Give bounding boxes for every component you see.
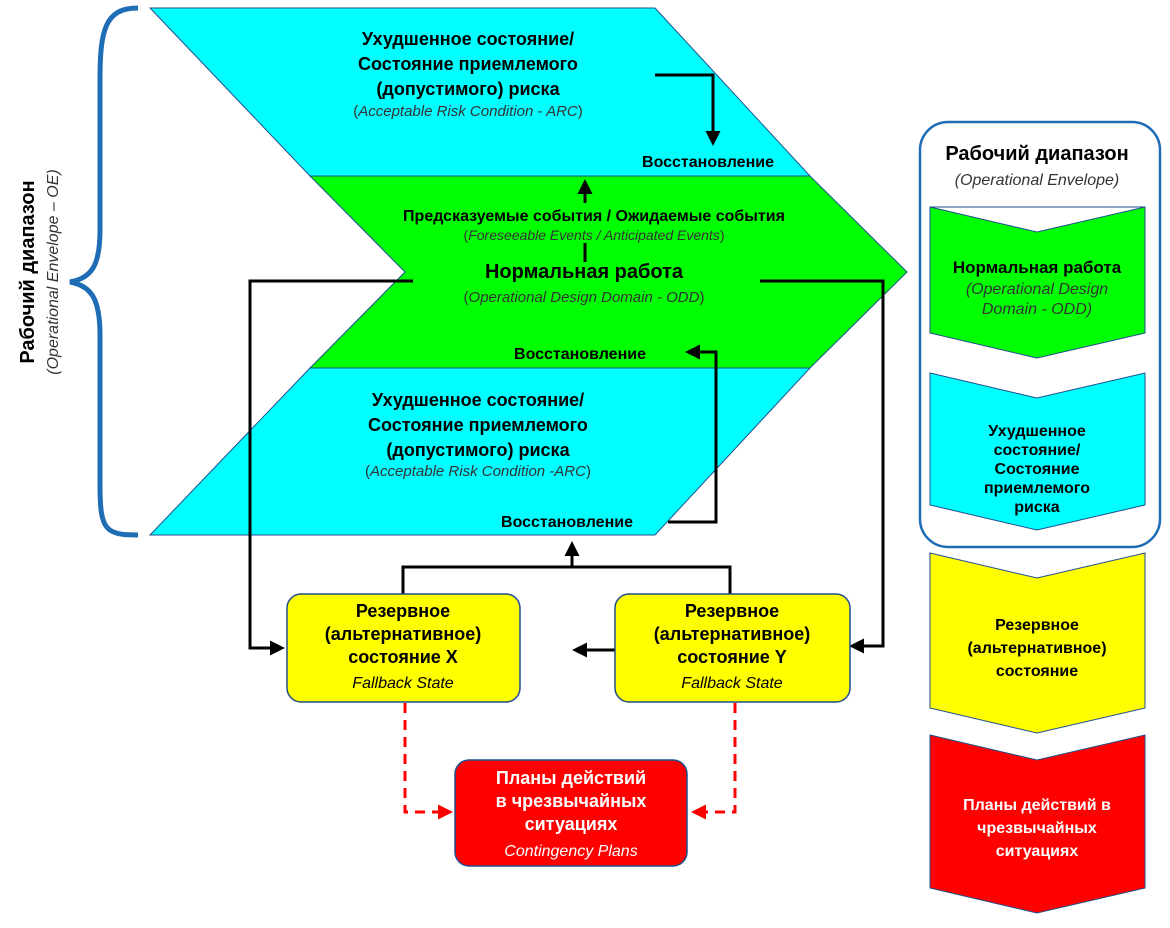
legend-cont-line3: ситуациях xyxy=(996,843,1079,860)
legend-cont-line1: Планы действий в xyxy=(963,797,1111,814)
contingency-line3: ситуациях xyxy=(525,814,618,834)
events-title: Предсказуемые события / Ожидаемые событи… xyxy=(403,208,785,225)
normal-subtitle: (Operational Design Domain - ODD) xyxy=(464,289,705,306)
events-subtitle: (Foreseeable Events / Anticipated Events… xyxy=(464,227,725,243)
fallback-join xyxy=(401,565,732,594)
fallback-x-line1: Резервное xyxy=(356,601,450,621)
legend-fallback-shape xyxy=(929,552,1146,734)
fallback-y-line1: Резервное xyxy=(685,601,779,621)
legend-arc-line3: Состояние xyxy=(995,461,1080,478)
bottom-arc-line1: Ухудшенное состояние/ xyxy=(372,390,584,410)
arrow-top-recovery xyxy=(655,73,721,146)
legend-normal-sub1: (Operational Design xyxy=(966,281,1108,298)
bottom-arc-recovery: Восстановление xyxy=(501,514,633,531)
dashed-x-to-contingency xyxy=(403,703,453,820)
arrow-to-fallback-y xyxy=(760,279,885,654)
bottom-arc-shape xyxy=(148,367,812,536)
top-arc-line1: Ухудшенное состояние/ xyxy=(362,29,574,49)
bottom-arc-line2: Состояние приемлемого xyxy=(368,415,588,435)
top-arc-subtitle: (Acceptable Risk Condition - ARC) xyxy=(353,103,583,120)
arrow-bottom-recovery xyxy=(668,344,718,524)
legend-arc-line5: риска xyxy=(1014,499,1060,516)
legend-fallback-line2: (альтернативное) xyxy=(967,640,1106,657)
normal-recovery: Восстановление xyxy=(514,346,646,363)
left-brace xyxy=(69,5,139,538)
legend-normal-title: Нормальная работа xyxy=(953,258,1122,277)
left-brace-title: Рабочий диапазон xyxy=(17,180,39,363)
legend-arc-line4: приемлемого xyxy=(984,480,1090,497)
fallback-x-box xyxy=(286,593,521,703)
contingency-sub: Contingency Plans xyxy=(504,843,637,860)
legend-subtitle: (Operational Envelope) xyxy=(955,172,1120,189)
fallback-y-box xyxy=(614,593,851,703)
legend-normal-notch xyxy=(929,206,1146,233)
legend-fallback-line1: Резервное xyxy=(995,617,1079,634)
top-arc-recovery: Восстановление xyxy=(642,154,774,171)
legend-normal-sub2: Domain - ODD) xyxy=(982,301,1092,318)
legend-arc-line2: состояние/ xyxy=(994,442,1081,459)
fallback-x-sub: Fallback State xyxy=(352,675,453,692)
contingency-box xyxy=(454,759,688,867)
fallback-y-line2: (альтернативное) xyxy=(654,624,810,644)
legend-arc-shape xyxy=(929,372,1146,531)
bottom-arc-subtitle: (Acceptable Risk Condition -ARC) xyxy=(365,463,591,480)
fallback-x-line2: (альтернативное) xyxy=(325,624,481,644)
contingency-line2: в чрезвычайных xyxy=(496,791,647,811)
contingency-line1: Планы действий xyxy=(496,768,646,788)
fallback-y-line3: состояние Y xyxy=(677,647,787,667)
fallback-y-sub: Fallback State xyxy=(681,675,782,692)
left-brace-subtitle: (Operational Envelope – OE) xyxy=(45,169,62,374)
dashed-y-to-contingency xyxy=(691,703,737,820)
legend-fallback-line3: состояние xyxy=(996,663,1078,680)
normal-title: Нормальная работа xyxy=(485,261,684,283)
top-arc-line3: (допустимого) риска xyxy=(376,79,560,99)
fallback-x-line3: состояние X xyxy=(348,647,458,667)
top-arc-line2: Состояние приемлемого xyxy=(358,54,578,74)
legend-title: Рабочий диапазон xyxy=(945,143,1128,165)
legend-arc-line1: Ухудшенное xyxy=(988,423,1086,440)
arrow-to-fallback-x xyxy=(248,279,413,656)
legend-cont-line2: чрезвычайных xyxy=(977,820,1097,837)
legend-contingency-shape xyxy=(929,734,1146,914)
bottom-arc-line3: (допустимого) риска xyxy=(386,440,570,460)
